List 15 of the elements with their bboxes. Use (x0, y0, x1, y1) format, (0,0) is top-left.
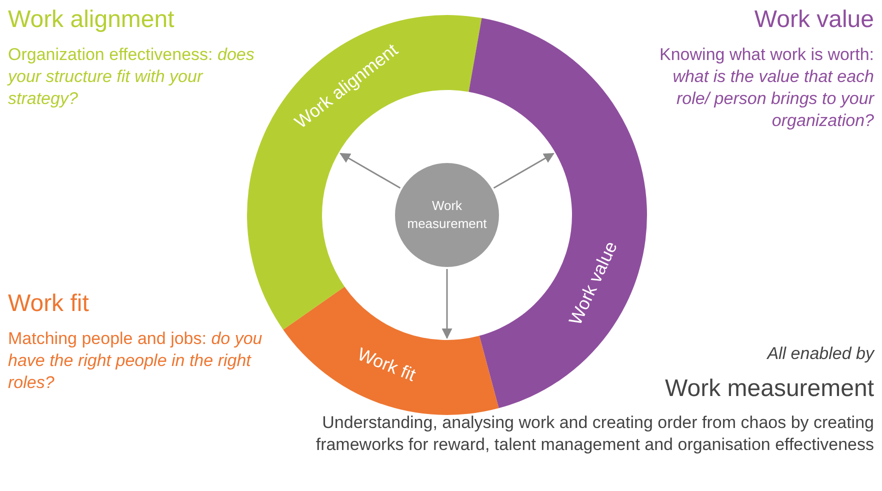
segment-label: Work value (565, 238, 622, 328)
heading: Work value (754, 5, 874, 35)
center-circle: Work measurement (395, 163, 499, 267)
arrow (442, 269, 452, 340)
description: Organization effectiveness: does your structure fit with your strategy? (8, 44, 256, 110)
description: Knowing what work is worth: what is the value that each role/ person brings to your organization? (659, 44, 874, 132)
description: Understanding, analysing work and creating order from chaos by creating frameworks for reward, talent management and organisation effectiveness (314, 412, 874, 456)
description: Matching people and jobs: do you have the right people in the right roles? (8, 328, 264, 394)
note: All enabled by (767, 343, 874, 365)
heading: Work alignment (8, 5, 174, 35)
heading: Work fit (8, 289, 89, 319)
arrow (340, 152, 401, 189)
segment-label: Work fit (354, 344, 418, 386)
arrow (493, 152, 554, 189)
heading: Work measurement (665, 374, 874, 404)
